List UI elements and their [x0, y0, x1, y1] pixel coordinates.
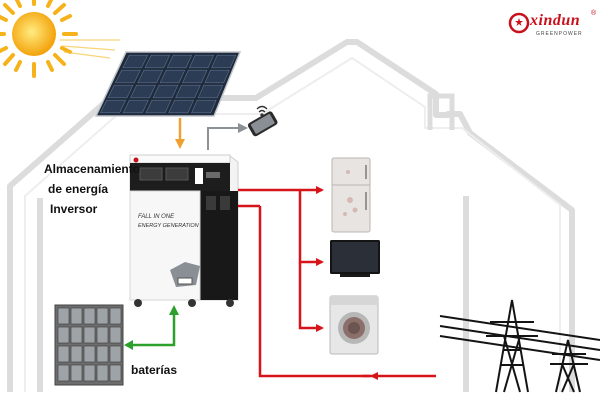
storage-label-line2: de energía — [48, 182, 109, 196]
solar-cell — [122, 54, 149, 69]
storage-label-line3: Inversor — [50, 202, 98, 216]
battery-cell — [57, 364, 70, 382]
battery-cell — [83, 345, 96, 363]
wifi-icon — [256, 105, 268, 117]
battery-cell — [96, 307, 109, 325]
solar-cell — [107, 84, 134, 99]
solar-cell — [159, 69, 186, 84]
logo-small — [133, 157, 139, 163]
battery-cell — [109, 345, 122, 363]
solar-cell — [197, 84, 224, 99]
power-lines — [238, 186, 436, 380]
battery-cell — [57, 345, 70, 363]
battery-cell — [70, 326, 83, 344]
sun-icon — [0, 0, 78, 78]
battery-cell — [96, 345, 109, 363]
device-panel-text2: ENERGY GENERATION — [138, 223, 199, 229]
refrigerator-icon — [331, 157, 371, 233]
brand-registered-mark: ® — [591, 10, 597, 17]
wireless-link-arrow — [207, 123, 248, 150]
battery-cell — [70, 364, 83, 382]
battery-cell — [109, 364, 122, 382]
battery-cell — [70, 307, 83, 325]
solar-cell — [191, 99, 217, 114]
washing-machine-icon — [329, 295, 379, 355]
solar-cell — [137, 69, 164, 84]
solar-cell — [130, 84, 156, 99]
solar-cell — [114, 69, 141, 84]
brand-name: xindun — [530, 12, 581, 29]
batteries-label: baterías — [131, 363, 178, 377]
solar-panel-icon — [94, 51, 242, 117]
chimney — [427, 93, 455, 130]
house-outline-inner — [24, 56, 561, 392]
device-panel-text1: FALL IN ONE — [138, 214, 175, 220]
battery-bank-icon — [54, 304, 124, 386]
solar-cell — [175, 84, 201, 99]
device-graphic — [170, 262, 200, 287]
tv-icon — [330, 240, 380, 277]
inverter-icon: FALL IN ONE ENERGY GENERATION — [129, 154, 239, 307]
battery-cell — [70, 345, 83, 363]
brand-tagline: GREENPOWER — [536, 31, 583, 37]
battery-cell — [109, 307, 122, 325]
solar-cell — [145, 99, 172, 114]
battery-cell — [83, 364, 96, 382]
brand-logo: xindun GREENPOWER ® — [508, 10, 598, 42]
battery-cell — [96, 326, 109, 344]
battery-link-arrow-head — [124, 340, 133, 350]
battery-cell — [83, 307, 96, 325]
battery-link-arrow — [128, 305, 179, 347]
solar-cell — [166, 54, 193, 69]
sun-glare — [60, 39, 120, 59]
solar-cell — [211, 54, 237, 69]
storage-label-line1: Almacenamiento — [44, 162, 141, 176]
battery-cell — [57, 326, 70, 344]
battery-cell — [109, 326, 122, 344]
solar-cell — [152, 84, 179, 99]
battery-cell — [96, 364, 109, 382]
battery-cell — [83, 326, 96, 344]
solar-cell — [144, 54, 171, 69]
solar-cell — [204, 69, 230, 84]
solar-cell — [122, 99, 149, 114]
solar-cell — [188, 54, 215, 69]
battery-cell — [57, 307, 70, 325]
smartphone-icon — [247, 111, 278, 137]
solar-cell — [168, 99, 195, 114]
power-tower-icon — [439, 299, 600, 393]
solar-cell — [182, 69, 208, 84]
solar-cell — [99, 99, 127, 114]
